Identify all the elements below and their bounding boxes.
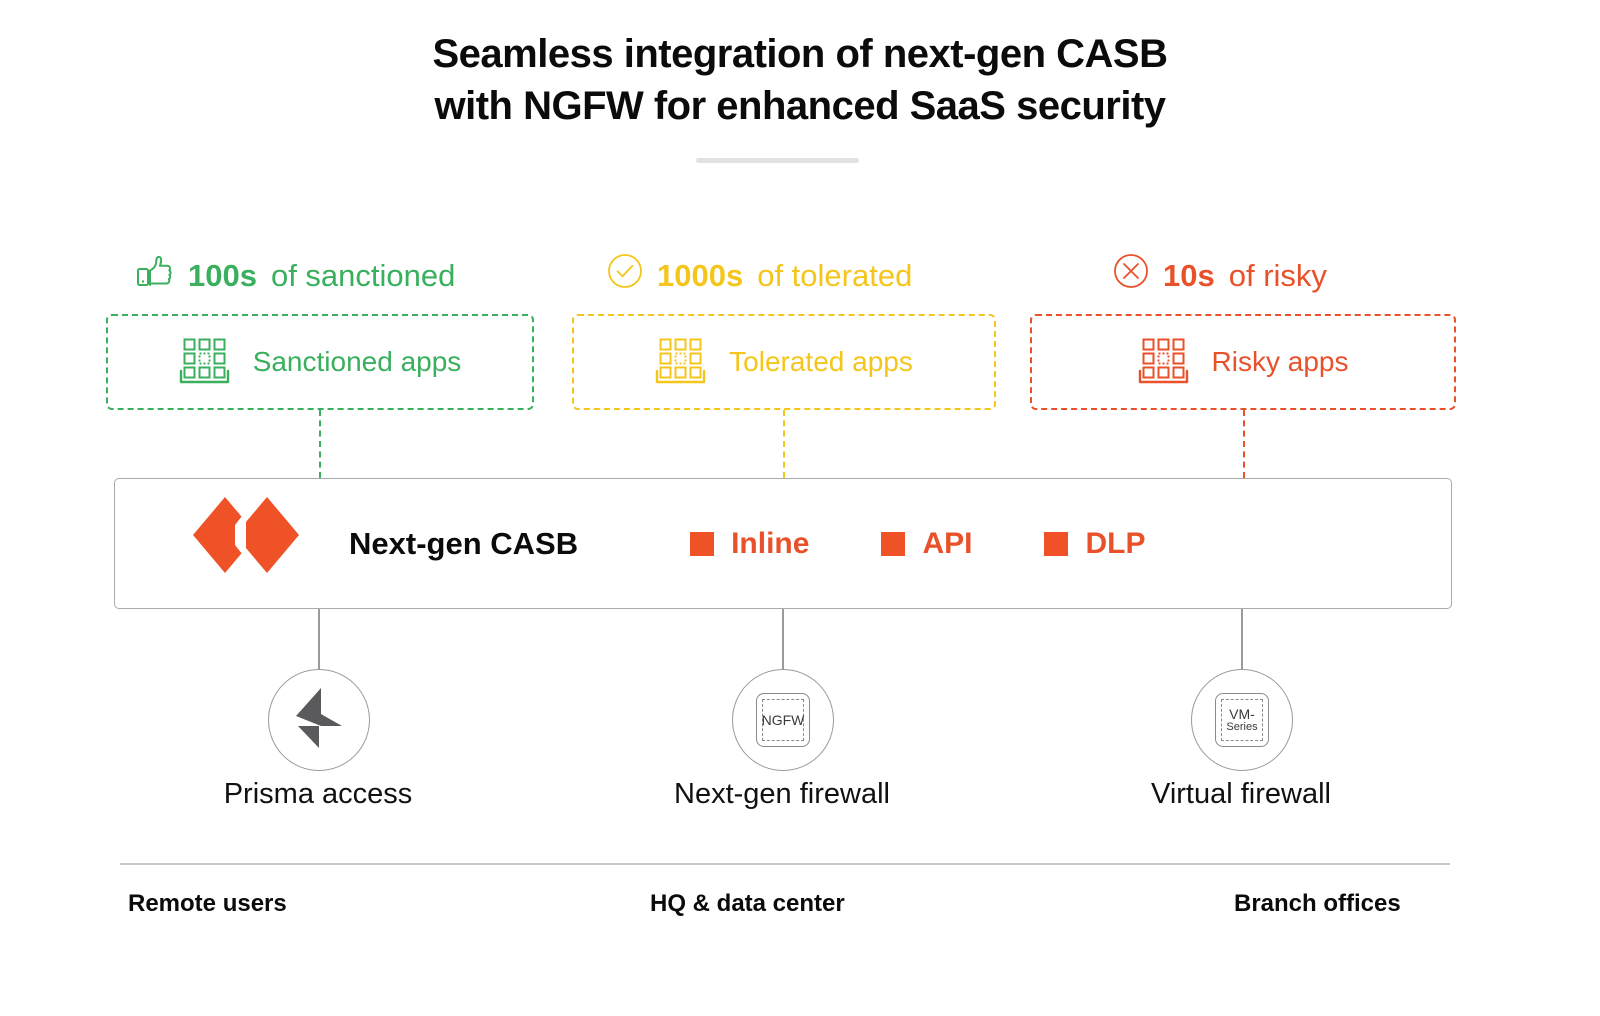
connector-casb-to-virtual-firewall [1241, 609, 1243, 675]
connector-risky-to-casb [1243, 410, 1245, 478]
node-label-prisma-access: Prisma access [223, 778, 413, 810]
connector-sanctioned-to-casb [319, 410, 321, 478]
ngfw-glyph-text: NGFW [762, 699, 804, 741]
connector-tolerated-to-casb [783, 410, 785, 478]
palo-alto-networks-logo [191, 495, 309, 592]
swatch-icon [690, 531, 715, 556]
footer-label-remote-users: Remote users [128, 890, 287, 917]
vm-glyph-line2: Series [1226, 720, 1258, 733]
node-label-next-gen-firewall: Next-gen firewall [674, 778, 890, 810]
swatch-icon [881, 531, 906, 556]
apps-grid-icon [655, 335, 707, 390]
check-circle-icon [607, 253, 643, 299]
category-count-tolerated: 1000s [657, 258, 744, 293]
capability-dlp[interactable]: DLP [1044, 527, 1145, 561]
category-rest-risky: of risky [1228, 258, 1327, 293]
node-virtual-firewall[interactable]: VM- Series [1191, 669, 1293, 771]
node-next-gen-firewall[interactable]: NGFW [732, 669, 834, 771]
ngfw-glyph-line1: NGFW [761, 711, 805, 728]
apps-box-risky[interactable]: Risky apps [1030, 314, 1456, 410]
vm-series-icon: VM- Series [1215, 693, 1269, 747]
capability-label-inline: Inline [731, 526, 810, 560]
category-head-sanctioned: 100s of sanctioned [136, 253, 456, 299]
vm-glyph-line1: VM- [1229, 706, 1255, 722]
apps-grid-icon [179, 335, 231, 390]
page-title: Seamless integration of next-gen CASB wi… [0, 28, 1600, 132]
vm-glyph-text: VM- Series [1221, 699, 1263, 741]
apps-box-label-tolerated: Tolerated apps [729, 346, 913, 377]
thumbs-up-icon [136, 253, 174, 299]
footer-label-branch-offices: Branch offices [1234, 890, 1401, 917]
next-gen-casb-bar[interactable]: Next-gen CASB Inline API DLP [114, 478, 1452, 609]
category-count-risky: 10s [1163, 258, 1215, 293]
title-line-1: Seamless integration of next-gen CASB [432, 32, 1168, 76]
capability-inline[interactable]: Inline [690, 527, 809, 561]
category-head-tolerated: 1000s of tolerated [607, 253, 913, 299]
apps-box-sanctioned[interactable]: Sanctioned apps [106, 314, 534, 410]
x-circle-icon [1113, 253, 1149, 299]
ngfw-appliance-icon: NGFW [756, 693, 810, 747]
footer-divider [120, 863, 1450, 865]
apps-box-tolerated[interactable]: Tolerated apps [572, 314, 996, 410]
connector-casb-to-prisma [318, 609, 320, 675]
capability-label-api: API [922, 526, 973, 560]
prisma-access-icon [290, 686, 348, 755]
node-prisma-access[interactable] [268, 669, 370, 771]
apps-box-label-risky: Risky apps [1211, 346, 1349, 377]
category-rest-sanctioned: of sanctioned [270, 258, 456, 293]
title-line-2: with NGFW for enhanced SaaS security [434, 84, 1166, 128]
category-count-sanctioned: 100s [188, 258, 257, 293]
apps-box-label-sanctioned: Sanctioned apps [252, 346, 462, 377]
casb-title: Next-gen CASB [349, 525, 579, 561]
footer-label-hq-data-center: HQ & data center [650, 890, 845, 917]
apps-grid-icon [1138, 335, 1190, 390]
category-head-risky: 10s of risky [1113, 253, 1327, 299]
category-rest-tolerated: of tolerated [757, 258, 913, 293]
capability-api[interactable]: API [881, 527, 972, 561]
swatch-icon [1044, 531, 1069, 556]
node-label-virtual-firewall: Virtual firewall [1151, 778, 1331, 810]
connector-casb-to-ngfw [782, 609, 784, 675]
capability-label-dlp: DLP [1085, 526, 1146, 560]
title-divider [696, 158, 859, 163]
